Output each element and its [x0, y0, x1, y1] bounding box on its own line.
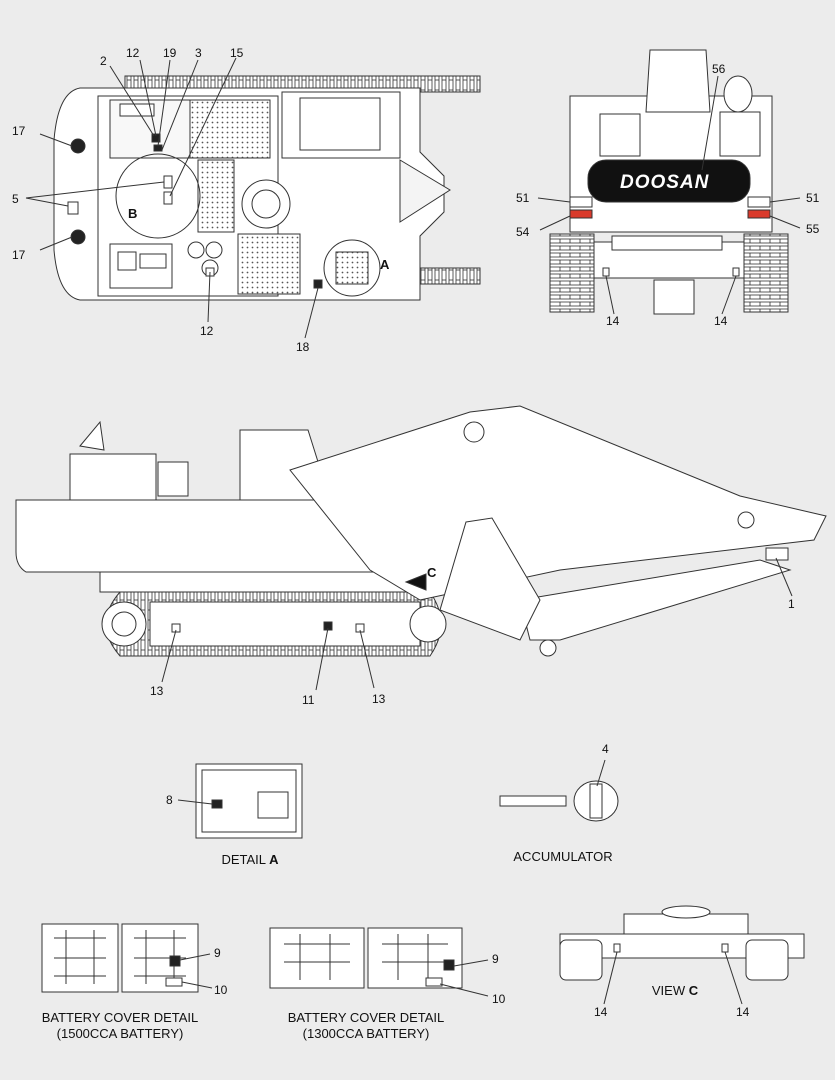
battery-1300-leaders	[439, 959, 489, 997]
caption-detail-a: DETAIL A	[210, 852, 290, 868]
decal-10-1300	[425, 977, 443, 987]
callout-2: 2	[100, 54, 107, 68]
decal-5-right-upper	[163, 175, 173, 189]
callout-10-1300: 10	[492, 992, 506, 1006]
accumulator-drawing	[499, 780, 619, 822]
callout-10-1500: 10	[214, 983, 228, 997]
battery-1500-leaders	[179, 953, 213, 989]
callout-1: 1	[788, 597, 795, 611]
leader-4	[596, 759, 606, 787]
callout-18: 18	[296, 340, 310, 354]
caption-battery-1500-line2: (1500CCA BATTERY)	[56, 1026, 184, 1041]
callout-9-1300: 9	[492, 952, 499, 966]
decal-9-1500	[169, 955, 181, 967]
rear-view-leaders	[537, 75, 801, 315]
decal-14-view-c-right	[721, 943, 729, 953]
callout-56: 56	[712, 62, 726, 76]
callout-4: 4	[602, 742, 609, 756]
decal-13-left	[171, 623, 181, 633]
callout-9-1500: 9	[214, 946, 221, 960]
battery-cover-1500	[41, 923, 199, 993]
callout-14-rear-right: 14	[714, 314, 728, 328]
decal-10-1500	[165, 977, 183, 987]
callout-17-upper: 17	[12, 124, 26, 138]
callout-5: 5	[12, 192, 19, 206]
caption-battery-1300-line2: (1300CCA BATTERY)	[302, 1026, 430, 1041]
view-c-drawing	[559, 905, 805, 981]
callout-51-left: 51	[516, 191, 530, 205]
top-view	[53, 75, 481, 301]
upper-body	[15, 499, 381, 573]
callout-54: 54	[516, 225, 530, 239]
callout-14-view-c-right: 14	[736, 1005, 750, 1019]
callout-55: 55	[806, 222, 820, 236]
boom-root	[399, 159, 451, 223]
leader-8	[177, 799, 213, 805]
caption-accumulator: ACCUMULATOR	[513, 849, 613, 864]
callout-13-left: 13	[150, 684, 164, 698]
callout-8: 8	[166, 793, 173, 807]
tail-light-left	[569, 209, 593, 219]
callout-12-bottom: 12	[200, 324, 214, 338]
decal-5-right-lower	[163, 191, 173, 205]
tail-light-right	[747, 209, 771, 219]
callout-51-right: 51	[806, 191, 820, 205]
view-marker-a: A	[380, 257, 390, 272]
decal-18	[313, 279, 323, 289]
rear-view	[549, 49, 789, 315]
caption-detail-a-prefix: DETAIL	[221, 852, 270, 867]
decal-14-view-c-left	[613, 943, 621, 953]
view-c-leaders	[603, 951, 743, 1005]
decal-17-upper	[70, 138, 86, 154]
decal-4	[589, 783, 603, 819]
view-c-arrow	[404, 573, 427, 591]
decal-51-left	[569, 196, 593, 208]
arm	[519, 559, 792, 641]
decal-5-left	[67, 201, 79, 215]
side-view	[15, 405, 827, 657]
bucket	[439, 517, 541, 641]
battery-cover-1300	[269, 927, 463, 989]
callout-3: 3	[195, 46, 202, 60]
caption-detail-a-letter: A	[269, 852, 279, 867]
callout-12-top: 12	[126, 46, 140, 60]
decal-1	[765, 547, 789, 561]
brand-panel	[587, 159, 751, 203]
caption-view-c: VIEW C	[640, 983, 710, 999]
callout-17-lower: 17	[12, 248, 26, 262]
caption-battery-1500-line1: BATTERY COVER DETAIL	[41, 1010, 199, 1025]
callout-15: 15	[230, 46, 244, 60]
callout-14-rear-left: 14	[606, 314, 620, 328]
callout-14-view-c-left: 14	[594, 1005, 608, 1019]
decal-14-rear-left	[602, 267, 610, 277]
decal-14-rear-right	[732, 267, 740, 277]
brand-logo-text: DOOSAN	[620, 172, 710, 193]
callout-13-right: 13	[372, 692, 386, 706]
view-marker-b: B	[128, 206, 138, 221]
view-marker-c: C	[427, 565, 437, 580]
decal-9-1300	[443, 959, 455, 971]
caption-view-c-prefix: VIEW	[651, 983, 689, 998]
callout-11: 11	[302, 693, 315, 707]
decal-17-lower	[70, 229, 86, 245]
top-view-leaders	[25, 57, 319, 339]
caption-view-c-letter: C	[688, 983, 699, 998]
decal-8	[211, 799, 223, 809]
callout-19: 19	[163, 46, 177, 60]
caption-battery-1300-line1: BATTERY COVER DETAIL	[287, 1010, 445, 1025]
side-view-leaders	[161, 557, 793, 691]
boom	[289, 405, 827, 601]
detail-a	[195, 763, 303, 839]
decal-51-right	[747, 196, 771, 208]
